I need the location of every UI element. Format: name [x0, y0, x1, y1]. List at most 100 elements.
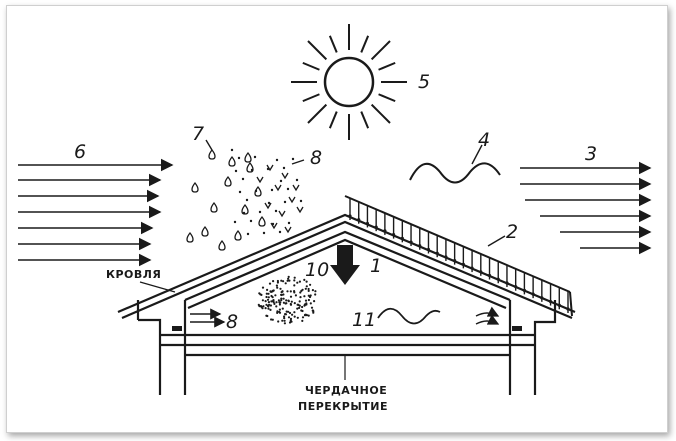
moisture-dot — [278, 310, 281, 314]
moisture-dot — [283, 322, 286, 325]
label-3: 3 — [585, 143, 597, 165]
moisture-dot — [271, 296, 274, 299]
label-6: 6 — [74, 141, 86, 163]
moisture-dot — [283, 317, 286, 320]
moisture-dot — [309, 302, 312, 305]
moisture-dot — [277, 299, 280, 302]
moisture-dot — [300, 309, 303, 312]
moisture-dot — [307, 298, 310, 302]
snow-dot — [279, 179, 283, 183]
moisture-dot — [269, 308, 272, 311]
snow-dot — [237, 156, 241, 160]
snow-dot — [258, 210, 262, 214]
moisture-dot — [307, 314, 310, 317]
snow-dot — [241, 177, 245, 181]
insulation-hatch — [344, 195, 573, 317]
moisture-dot — [293, 315, 296, 318]
hatch-tip — [522, 288, 527, 292]
snow-dot — [262, 231, 266, 235]
moisture-dot — [301, 305, 304, 309]
hatch-tip — [444, 255, 448, 259]
rain-drop — [234, 229, 242, 241]
moisture-dot — [280, 293, 283, 296]
moisture-dot — [274, 294, 277, 297]
moisture-dot — [304, 299, 308, 302]
moisture-dot — [293, 279, 296, 282]
wind-arrows-right — [520, 161, 652, 255]
moisture-dot — [310, 306, 314, 309]
moisture-dot — [271, 318, 274, 321]
snow-dot — [270, 188, 274, 192]
vent-right — [512, 326, 522, 331]
rain-drop — [244, 151, 252, 163]
label-5: 5 — [418, 71, 430, 93]
moisture-dot — [278, 303, 281, 306]
rain-drop — [186, 231, 194, 243]
hatch-tip — [435, 251, 439, 255]
snow-dot — [278, 230, 282, 234]
hatch-tip — [348, 214, 352, 218]
sun-icon — [291, 24, 407, 140]
moisture-dot — [298, 304, 301, 307]
hatch-tip — [566, 307, 570, 311]
moisture-dot — [282, 293, 285, 296]
moisture-dot — [303, 295, 306, 298]
moisture-dot — [269, 304, 272, 307]
heat-flow-arrow — [330, 245, 360, 285]
hatch-tip — [496, 277, 500, 281]
moisture-dot — [289, 319, 292, 322]
hatch-top-edge — [344, 195, 571, 293]
moisture-dot — [305, 285, 308, 288]
moisture-dot — [270, 318, 273, 321]
moisture-dot — [289, 290, 292, 293]
moisture-dot — [309, 283, 312, 286]
rain-drop — [224, 175, 232, 187]
snow-mark — [274, 184, 282, 192]
moisture-dot — [283, 315, 286, 318]
sun-ray — [378, 93, 396, 103]
hatch-tip — [426, 247, 431, 252]
snow-dot — [238, 190, 242, 194]
moisture-dot — [282, 280, 285, 283]
snow-dot — [287, 221, 291, 225]
label-4: 4 — [478, 129, 490, 151]
moisture-dot — [298, 280, 301, 283]
sun-ray — [328, 35, 338, 53]
moisture-dot — [285, 299, 288, 302]
snow-dot — [271, 222, 275, 226]
label-10: 10 — [305, 259, 329, 281]
moisture-dot — [304, 287, 307, 290]
hatch-tip — [461, 262, 465, 266]
moisture-dot — [313, 300, 316, 303]
rain-drop — [258, 215, 266, 227]
rain-drop — [208, 148, 216, 160]
moisture-dot — [270, 300, 273, 303]
hatch-tip — [374, 225, 378, 229]
snow-dot — [254, 189, 258, 193]
moisture-dot — [265, 292, 268, 295]
moisture-dot — [299, 296, 302, 299]
moisture-dot — [296, 307, 299, 310]
rain-drop — [228, 155, 236, 167]
moisture-dot — [293, 276, 296, 279]
hatch-tip — [470, 266, 474, 270]
vent-left — [172, 326, 182, 331]
sun-ray — [307, 40, 328, 61]
moisture-dot — [266, 288, 269, 291]
hatch-tip — [505, 281, 509, 285]
airflow-arrows-inner — [190, 308, 226, 328]
snow-dot — [295, 178, 299, 182]
snow-mark — [296, 206, 304, 214]
moisture-dot — [296, 281, 299, 284]
snow-dot — [267, 201, 271, 205]
snow-dot — [266, 167, 270, 171]
moisture-dot — [280, 279, 283, 282]
heat-wave-inside — [377, 307, 441, 325]
moisture-dot — [287, 300, 290, 303]
moisture-dot — [262, 305, 265, 308]
moisture-dot — [307, 294, 310, 297]
moisture-dot — [298, 306, 301, 309]
sun-ray — [370, 40, 391, 61]
sun-ray — [370, 103, 391, 124]
sun-ray — [378, 61, 396, 71]
